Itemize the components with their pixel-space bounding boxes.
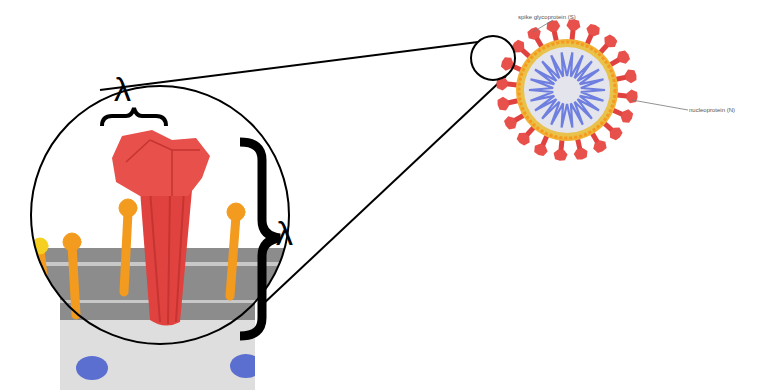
spike-head bbox=[607, 125, 625, 143]
spike-head bbox=[496, 96, 510, 112]
height-brace bbox=[240, 142, 280, 336]
inner-layer bbox=[0, 320, 320, 390]
lipid-head bbox=[63, 233, 81, 251]
spike-head-line bbox=[126, 140, 200, 196]
spike-protein bbox=[112, 130, 210, 326]
spike-head bbox=[585, 22, 602, 38]
lipid bbox=[230, 216, 236, 296]
zoom-line bbox=[100, 42, 478, 90]
nucleoprotein-blob bbox=[230, 354, 262, 378]
nucleoprotein-blob bbox=[76, 356, 108, 380]
width-brace bbox=[102, 108, 166, 126]
lipid bbox=[124, 212, 128, 292]
zoom-line bbox=[262, 76, 506, 305]
leader-line bbox=[533, 20, 553, 32]
spike-head bbox=[602, 32, 620, 50]
zoom-circle bbox=[31, 86, 289, 344]
spike-head bbox=[573, 147, 589, 161]
dimension-symbol: λ bbox=[276, 216, 293, 250]
envelope bbox=[516, 39, 618, 141]
virus-interior bbox=[524, 47, 610, 133]
part-label: nucleoprotein (N) bbox=[689, 107, 735, 113]
virus bbox=[496, 19, 639, 162]
spike-head bbox=[515, 130, 533, 148]
nucleoprotein-coil bbox=[529, 52, 605, 127]
spike-ring bbox=[496, 19, 639, 162]
spike-head bbox=[626, 89, 638, 104]
lipid bbox=[72, 245, 76, 315]
spike-head bbox=[545, 19, 561, 33]
leader-line bbox=[632, 100, 688, 110]
zoom-marker bbox=[471, 36, 515, 80]
spike-head bbox=[553, 149, 568, 161]
envelope-lipids bbox=[519, 42, 615, 138]
spike-head bbox=[532, 142, 549, 158]
spike-head bbox=[566, 19, 581, 31]
spike-head bbox=[619, 108, 635, 125]
spike-head bbox=[615, 48, 632, 66]
spike-head bbox=[591, 138, 609, 155]
part-label: spike glycoprotein (S) bbox=[518, 14, 576, 20]
dimension-symbol: λ bbox=[114, 72, 131, 106]
inset-background bbox=[0, 0, 320, 390]
spike-head bbox=[502, 114, 519, 132]
inset-view bbox=[0, 0, 320, 390]
spike-stalk-line bbox=[150, 190, 184, 324]
lipid-head bbox=[119, 199, 137, 217]
spike-head bbox=[624, 68, 638, 84]
spike-stalk bbox=[140, 190, 192, 326]
lipid-group bbox=[32, 199, 245, 315]
spike-head bbox=[112, 130, 210, 196]
lipid-head bbox=[227, 203, 245, 221]
